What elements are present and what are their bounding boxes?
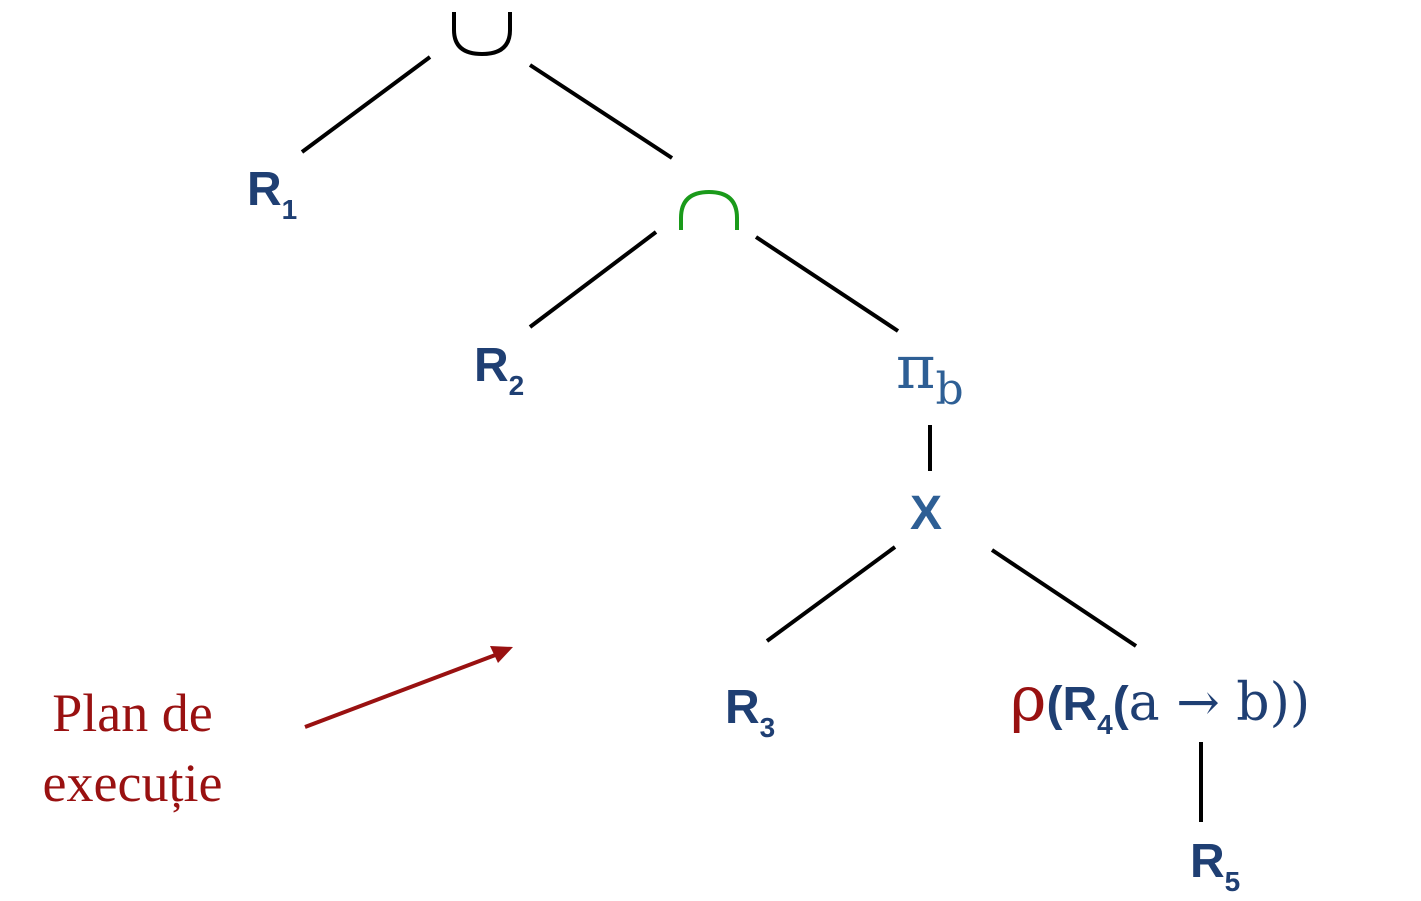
edge-intersection-r2 [528,230,658,329]
union-symbol-icon [452,12,512,57]
rename-r4-subscript: 4 [1097,709,1113,740]
node-r5: R5 [1190,838,1240,896]
caption-line-1: Plan de [52,683,213,743]
edge-cross-r3 [765,545,897,643]
rename-expression: a → b)) [1128,673,1311,733]
intersection-symbol-icon [679,189,739,230]
caption: Plan de execuție [10,678,255,818]
node-r1-base: R [247,163,282,216]
cross-product-label: X [910,487,943,540]
node-r3-subscript: 3 [759,712,776,743]
node-r5-base: R [1190,835,1225,888]
edge-intersection-projection [754,235,900,333]
node-r3: R3 [725,684,775,742]
rename-open-paren: ( [1046,678,1063,731]
node-r2-subscript: 2 [508,370,525,401]
node-r2: R2 [474,342,524,400]
edge-union-r1 [300,55,432,154]
node-cross-product: X [910,490,942,538]
edge-cross-rename [990,548,1138,648]
node-r5-subscript: 5 [1224,866,1241,897]
caption-arrow-head-icon [490,646,513,663]
rename-r4-base: R [1062,678,1098,731]
edge-union-intersection [528,63,674,160]
rename-rho: ρ [1010,662,1047,735]
projection-symbol: π [896,333,936,403]
caption-arrow-shaft [304,652,499,729]
projection-subscript: b [935,364,964,415]
node-r1-subscript: 1 [281,194,298,225]
node-r1: R1 [247,166,297,224]
node-r3-base: R [725,681,760,734]
caption-line-2: execuție [42,753,223,814]
rename-open-paren-2: ( [1112,678,1129,731]
node-projection: πb [896,338,964,412]
node-rename: ρ(R4(a → b)) [1010,668,1311,739]
node-r2-base: R [474,339,509,392]
